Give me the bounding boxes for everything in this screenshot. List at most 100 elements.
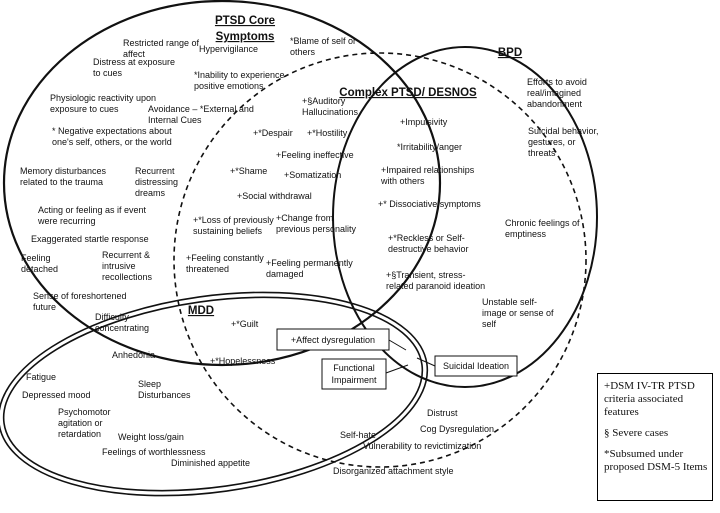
ptsd-core-item-1-line-0: Hypervigilance <box>199 44 258 54</box>
ptsd-core-item-14-line-0: Sense of foreshortened <box>33 291 127 301</box>
complex-ptsd-item-3: +Feeling ineffective <box>276 150 354 160</box>
ptsd-core-item-5-line-0: Physiologic reactivity upon <box>50 93 156 103</box>
complex-ptsd-item-10-line-1: damaged <box>266 269 304 279</box>
overlap-ptsd-bpd-item-0-line-0: +Impulsivity <box>400 117 448 127</box>
complex-ptsd-item-0-line-1: Hallucinations <box>302 107 359 117</box>
ptsd-core-item-6-line-0: Avoidance – *External and <box>148 104 254 114</box>
ptsd-core-item-4-line-1: positive emotions <box>194 81 264 91</box>
mdd-item-2-line-0: Anhedonia <box>112 350 155 360</box>
suicidal-ideation-label: Suicidal Ideation <box>443 361 509 371</box>
ptsd-core-item-9-line-2: dreams <box>135 188 166 198</box>
ptsd-core-item-11: Exaggerated startle response <box>31 234 149 244</box>
complex-ptsd-circle <box>173 52 587 468</box>
bottom-item-3: Vulnerability to revictimization <box>363 441 481 451</box>
ptsd-core-item-10-line-0: Acting or feeling as if event <box>38 205 147 215</box>
bpd-item-0-line-1: real/imagined <box>527 88 581 98</box>
bottom-item-4: Disorganized attachment style <box>333 466 454 476</box>
ptsd-core-item-5-line-1: exposure to cues <box>50 104 119 114</box>
mdd-item-6: Depressed mood <box>22 390 91 400</box>
complex-ptsd-item-3-line-0: +Feeling ineffective <box>276 150 354 160</box>
ptsd-core-item-11-line-0: Exaggerated startle response <box>31 234 149 244</box>
bottom-item-0-line-0: Distrust <box>427 408 458 418</box>
ptsd-core-item-9-line-1: distressing <box>135 177 178 187</box>
complex-ptsd-item-9-line-0: +Feeling constantly <box>186 253 264 263</box>
bottom-item-1-line-0: Cog Dysregulation <box>420 424 494 434</box>
bottom-item-1: Cog Dysregulation <box>420 424 494 434</box>
ptsd-core-item-9-line-0: Recurrent <box>135 166 175 176</box>
mdd-item-0-line-1: concentrating <box>95 323 149 333</box>
bottom-item-4-line-0: Disorganized attachment style <box>333 466 454 476</box>
complex-ptsd-item-1: +*Despair <box>253 128 293 138</box>
mdd-item-7-line-2: retardation <box>58 429 101 439</box>
mdd-item-3-line-0: +*Hopelessness <box>210 356 276 366</box>
mdd-item-10: Diminished appetite <box>171 458 250 468</box>
functional-impairment-line2: Impairment <box>331 375 377 385</box>
mdd-item-9-line-0: Feelings of worthlessness <box>102 447 206 457</box>
complex-ptsd-item-4: +*Shame <box>230 166 267 176</box>
affect-dysregulation-label: +Affect dysregulation <box>291 335 375 345</box>
ptsd-core-title-1: PTSD Core <box>215 15 275 27</box>
complex-ptsd-item-9-line-1: threatened <box>186 264 229 274</box>
affect-dysregulation-box: +Affect dysregulation <box>276 328 390 351</box>
bpd-item-3-line-2: self <box>482 319 497 329</box>
mdd-item-1: +*Guilt <box>231 319 259 329</box>
affect-arrow <box>388 339 407 351</box>
bpd-item-0-line-0: Efforts to avoid <box>527 77 587 87</box>
complex-ptsd-item-7-line-0: +*Loss of previously <box>193 215 274 225</box>
ptsd-core-item-2-line-1: others <box>290 47 316 57</box>
mdd-item-7-line-1: agitation or <box>58 418 103 428</box>
ptsd-core-item-8-line-1: related to the trauma <box>20 177 103 187</box>
complex-ptsd-item-4-line-0: +*Shame <box>230 166 267 176</box>
complex-ptsd-title: Complex PTSD/ DESNOS <box>339 87 477 99</box>
complex-ptsd-item-6-line-0: +Social withdrawal <box>237 191 312 201</box>
ptsd-core-item-6-line-1: Internal Cues <box>148 115 202 125</box>
mdd-item-7-line-0: Psychomotor <box>58 407 111 417</box>
bottom-item-2: Self-hate <box>340 430 376 440</box>
bottom-item-3-line-0: Vulnerability to revictimization <box>363 441 481 451</box>
ptsd-core-item-12-line-0: Feeling <box>21 253 51 263</box>
mdd-item-8: Weight loss/gain <box>118 432 184 442</box>
complex-ptsd-item-0-line-0: +§Auditory <box>302 96 346 106</box>
mdd-item-8-line-0: Weight loss/gain <box>118 432 184 442</box>
ptsd-core-item-10-line-1: were recurring <box>37 216 96 226</box>
suicidal-ideation-box: Suicidal Ideation <box>434 355 518 377</box>
complex-ptsd-item-2-line-0: +*Hostility <box>307 128 348 138</box>
bottom-item-2-line-0: Self-hate <box>340 430 376 440</box>
ptsd-core-item-7-line-1: one's self, others, or the world <box>52 137 172 147</box>
ptsd-core-item-1: Hypervigilance <box>199 44 258 54</box>
mdd-item-3: +*Hopelessness <box>210 356 276 366</box>
ptsd-core-item-3-line-0: Distress at exposure <box>93 57 175 67</box>
overlap-ptsd-bpd-item-3: +* Dissociative symptoms <box>378 199 481 209</box>
mdd-item-0-line-0: Difficulty <box>95 312 129 322</box>
overlap-ptsd-bpd-item-2-line-1: with others <box>380 176 425 186</box>
mdd-item-4-line-0: Fatigue <box>26 372 56 382</box>
ptsd-core-circle <box>2 0 442 367</box>
overlap-ptsd-bpd-item-4-line-1: destructive behavior <box>388 244 469 254</box>
ptsd-core-item-0-line-1: affect <box>123 49 145 59</box>
overlap-ptsd-bpd-item-3-line-0: +* Dissociative symptoms <box>378 199 481 209</box>
overlap-ptsd-bpd-item-5-line-0: +§Transient, stress- <box>386 270 465 280</box>
bpd-item-2-line-0: Chronic feelings of <box>505 218 580 228</box>
ptsd-core-item-13-line-2: recollections <box>102 272 153 282</box>
complex-ptsd-item-8-line-0: +Change from <box>276 213 333 223</box>
functional-impairment-box: Functional Impairment <box>321 358 387 390</box>
ptsd-core-item-13-line-1: intrusive <box>102 261 136 271</box>
bpd-item-1-line-0: Suicidal behavior, <box>528 126 599 136</box>
complex-ptsd-item-5-line-0: +Somatization <box>284 170 341 180</box>
